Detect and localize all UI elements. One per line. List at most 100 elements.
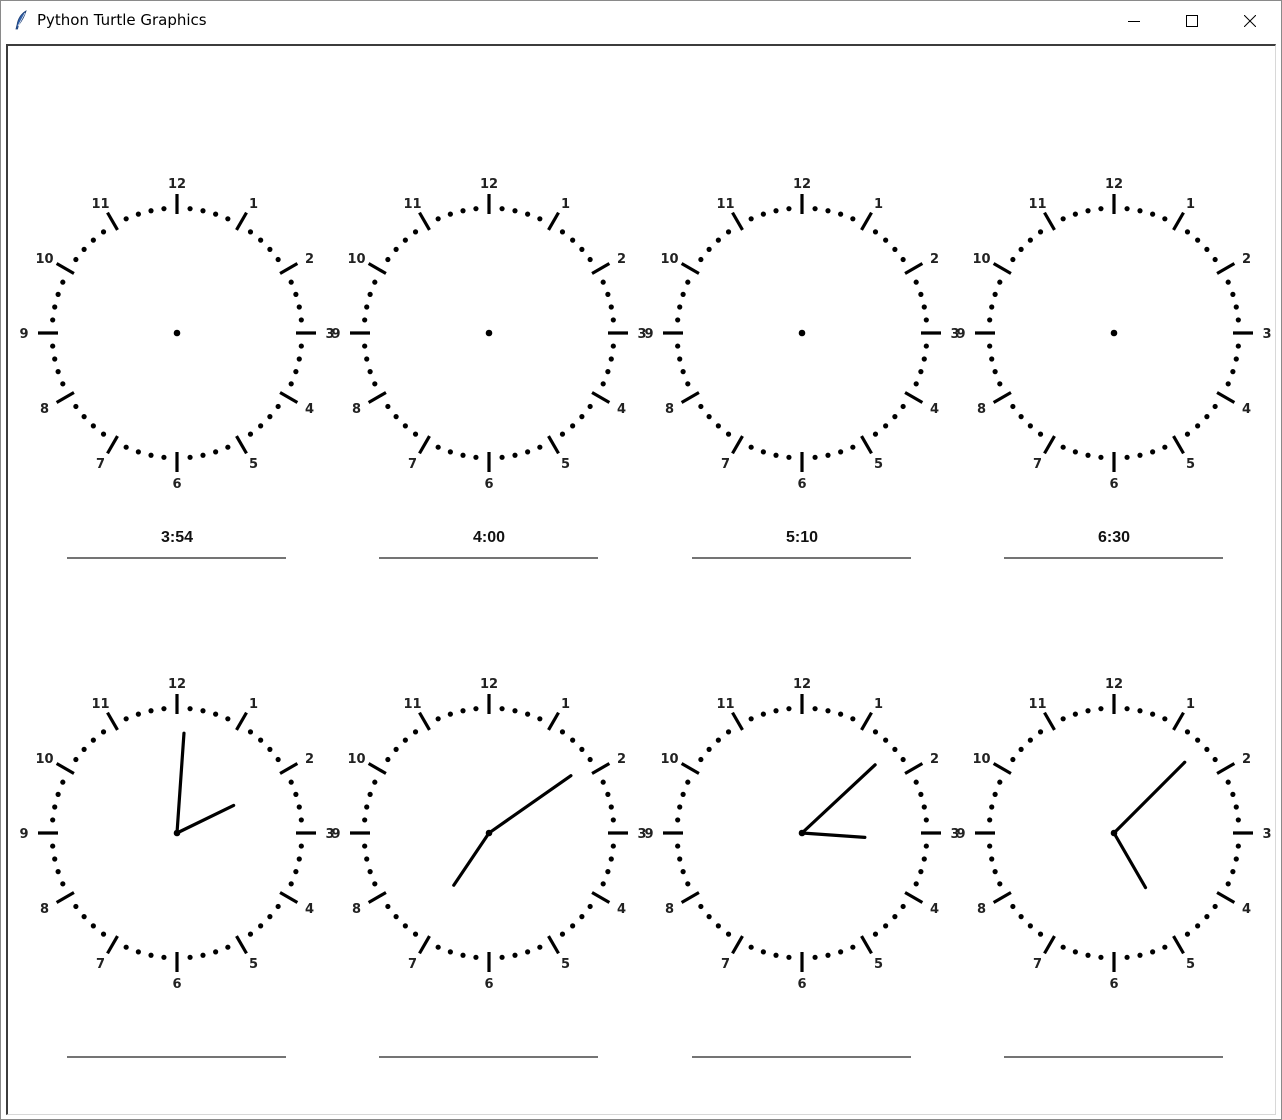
close-button[interactable] <box>1221 1 1279 40</box>
minute-dot <box>992 291 998 297</box>
minute-dot <box>987 343 993 349</box>
clock-number: 8 <box>40 902 49 917</box>
minute-dot <box>608 804 614 810</box>
minute-dot <box>677 856 683 862</box>
minute-dot <box>512 208 518 214</box>
minute-dot <box>812 454 818 460</box>
minute-dot <box>1230 869 1236 875</box>
maximize-button[interactable] <box>1163 1 1221 40</box>
minute-dot <box>52 304 58 310</box>
minute-dot <box>288 279 294 285</box>
minute-dot <box>1233 804 1239 810</box>
minute-dot <box>773 452 779 458</box>
minute-dot <box>460 452 466 458</box>
minute-dot <box>1204 414 1210 420</box>
minute-dot <box>1230 791 1236 797</box>
minute-dot <box>608 304 614 310</box>
clock-number: 10 <box>972 752 990 767</box>
minute-dot <box>1018 746 1024 752</box>
minute-dot <box>385 903 391 910</box>
turtle-canvas[interactable]: 1212345678910113:541212345678910114:0012… <box>8 46 1274 1114</box>
minute-dot <box>997 779 1003 785</box>
minute-dot <box>288 381 294 387</box>
minute-dot <box>825 208 831 214</box>
minute-dot <box>52 804 58 810</box>
clock-number: 1 <box>1186 197 1195 212</box>
clock-number: 4 <box>617 902 626 917</box>
minute-dot <box>570 423 576 429</box>
minute-dot <box>773 708 779 714</box>
minute-dot <box>773 952 779 958</box>
hour-tick <box>992 891 1012 904</box>
minute-dot <box>537 716 543 722</box>
clock-number: 1 <box>874 697 883 712</box>
clock-number: 9 <box>956 827 965 842</box>
minute-dot <box>677 356 683 362</box>
clock-number: 2 <box>1242 252 1251 267</box>
minute-dot <box>362 843 368 849</box>
minute-dot <box>412 931 419 937</box>
hour-tick <box>55 891 75 904</box>
minute-dot <box>161 206 167 212</box>
minute-dot <box>213 211 219 217</box>
hour-tick <box>860 211 873 231</box>
clock-number: 4 <box>1242 902 1251 917</box>
clock-number: 1 <box>249 697 258 712</box>
minute-dot <box>677 804 683 810</box>
minute-dot <box>213 949 219 955</box>
minute-dot <box>1085 708 1091 714</box>
clock-number: 3 <box>1262 827 1271 842</box>
minute-dot <box>499 954 505 960</box>
minute-dot <box>685 381 691 387</box>
minute-hand <box>175 731 186 835</box>
minute-dot <box>1184 431 1191 437</box>
clock-number: 12 <box>793 677 811 692</box>
hour-tick <box>235 435 248 455</box>
minute-dot <box>608 356 614 362</box>
hour-tick <box>367 762 387 775</box>
minute-dot <box>460 952 466 958</box>
minute-dot <box>812 954 818 960</box>
hour-tick <box>591 391 611 404</box>
clock-number: 2 <box>930 252 939 267</box>
minute-dot <box>760 949 766 955</box>
minute-dot <box>1212 256 1218 263</box>
minute-dot <box>1010 256 1016 263</box>
minute-dot <box>892 746 898 752</box>
minute-dot <box>499 706 505 712</box>
clock-number: 1 <box>874 197 883 212</box>
minute-dot <box>706 246 712 252</box>
hour-tick <box>992 391 1012 404</box>
clock-number: 2 <box>617 752 626 767</box>
minute-dot <box>267 246 273 252</box>
minute-dot <box>1195 737 1201 743</box>
clock-number: 9 <box>19 327 28 342</box>
title-bar[interactable]: Python Turtle Graphics <box>1 1 1281 40</box>
minute-dot <box>850 216 856 222</box>
clock-number: 10 <box>35 752 53 767</box>
minute-dot <box>393 914 399 920</box>
minute-dot <box>559 431 566 437</box>
minute-dot <box>293 869 299 875</box>
clock-number: 6 <box>1109 477 1118 492</box>
minute-dot <box>760 711 766 717</box>
clock-number: 4 <box>930 402 939 417</box>
minute-dot <box>258 237 264 243</box>
minute-dot <box>1162 716 1168 722</box>
minute-dot <box>559 931 566 937</box>
minute-dot <box>570 237 576 243</box>
minute-dot <box>447 449 453 455</box>
minute-dot <box>883 237 889 243</box>
minute-dot <box>1072 449 1078 455</box>
minute-dot <box>267 914 273 920</box>
minimize-button[interactable] <box>1105 1 1163 40</box>
minute-dot <box>680 869 686 875</box>
minute-dot <box>786 206 792 212</box>
clock-number: 9 <box>331 327 340 342</box>
minute-dot <box>605 791 611 797</box>
minute-dot <box>275 903 281 910</box>
